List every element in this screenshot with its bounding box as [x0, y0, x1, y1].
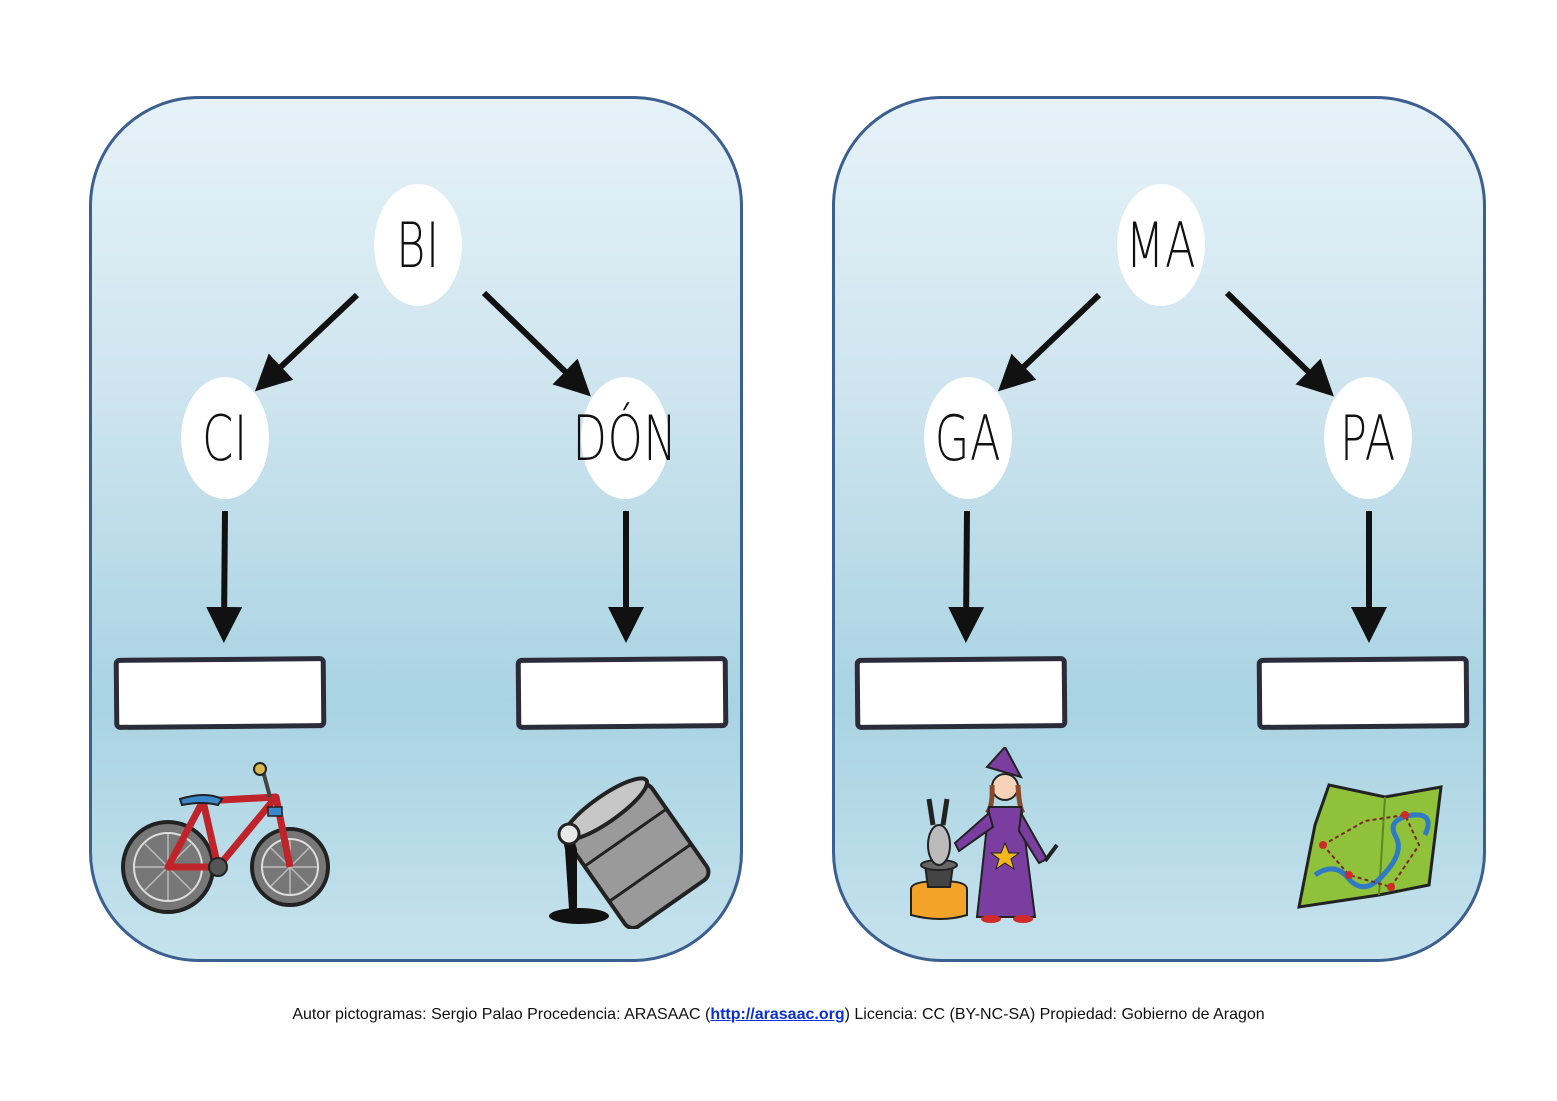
child-syllable-circle-left: GA — [924, 377, 1012, 499]
child-syllable-circle-right: PA — [1324, 377, 1412, 499]
child-syllable-circle-right: DÓN — [572, 377, 677, 499]
child-syllable-circle-left: CI — [181, 377, 269, 499]
answer-box-right[interactable] — [1256, 656, 1470, 730]
bicycle-icon — [121, 762, 330, 914]
top-syllable-circle: MA — [1117, 184, 1205, 306]
attribution-footer: Autor pictogramas: Sergio Palao Proceden… — [0, 1006, 1557, 1024]
syllable-card-right: MA GA PA — [832, 96, 1486, 962]
child-syllable: CI — [202, 401, 248, 475]
oil-barrel-icon — [549, 776, 711, 929]
attribution-text-start: Autor pictogramas: Sergio Palao Proceden… — [292, 1006, 711, 1023]
child-syllable: GA — [934, 401, 1002, 475]
top-syllable: MA — [1125, 208, 1197, 282]
child-syllable: PA — [1339, 401, 1397, 475]
top-syllable: BI — [396, 208, 440, 282]
answer-box-left[interactable] — [854, 656, 1068, 730]
answer-box-right[interactable] — [515, 656, 729, 730]
top-syllable-circle: BI — [374, 184, 462, 306]
syllable-card-left: BI CI DÓN — [89, 96, 743, 962]
child-syllable: DÓN — [572, 401, 678, 475]
arasaac-link[interactable]: http://arasaac.org — [710, 1006, 845, 1023]
attribution-text-end: ) Licencia: CC (BY-NC-SA) Propiedad: Gob… — [844, 1006, 1265, 1023]
map-icon — [1297, 783, 1443, 909]
answer-box-left[interactable] — [113, 656, 327, 730]
magician-icon — [910, 747, 1059, 923]
